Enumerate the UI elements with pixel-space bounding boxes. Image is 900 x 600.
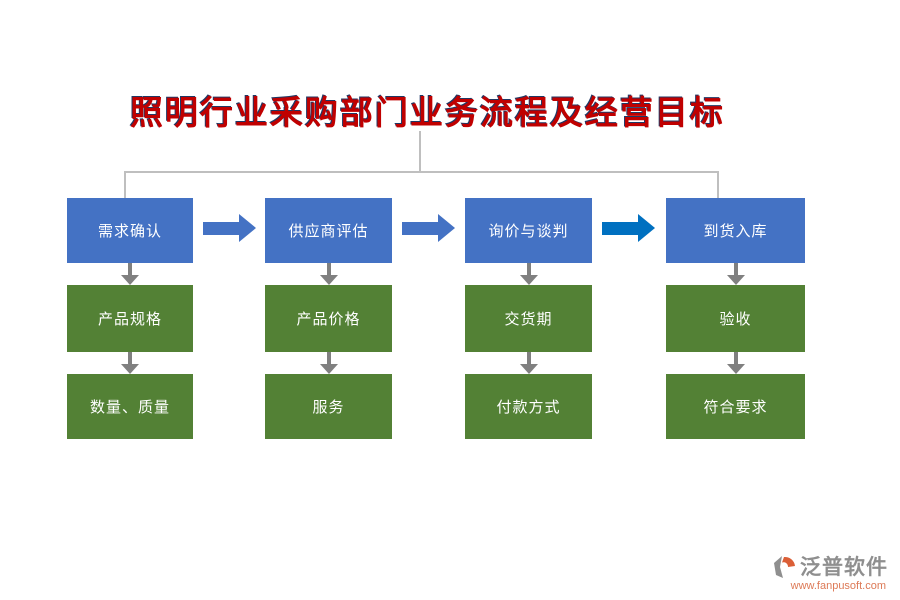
goal-box: 产品价格 [265, 285, 392, 352]
arrow-down-icon [121, 352, 139, 374]
flow-column-1: 需求确认 产品规格 数量、质量 [67, 198, 193, 440]
arrow-down-icon [726, 263, 745, 285]
process-step-box: 供应商评估 [265, 198, 392, 263]
bracket-center-stem [419, 131, 421, 172]
arrow-right-icon [203, 214, 256, 242]
arrow-down-icon [319, 263, 338, 285]
bracket-horizontal-line [124, 171, 719, 173]
goal-box: 交货期 [465, 285, 592, 352]
flow-column-2: 供应商评估 产品价格 服务 [265, 198, 392, 440]
fanpu-logo-icon [774, 555, 795, 578]
flow-column-3: 询价与谈判 交货期 付款方式 [465, 198, 592, 440]
goal-box: 产品规格 [67, 285, 193, 352]
bracket-left-drop [124, 171, 126, 198]
arrow-right-icon [602, 214, 655, 242]
logo-text: 泛普软件 [800, 554, 888, 580]
process-step-box: 需求确认 [67, 198, 193, 263]
goal-box: 付款方式 [465, 374, 592, 439]
arrow-down-icon [519, 263, 538, 285]
diagram-title: 照明行业采购部门业务流程及经营目标 [130, 93, 725, 132]
goal-box: 数量、质量 [67, 374, 193, 439]
logo-url: www.fanpusoft.com [790, 579, 886, 592]
goal-box: 服务 [265, 374, 392, 439]
arrow-down-icon [726, 352, 745, 374]
fanpu-watermark: 泛普软件 www.fanpusoft.com [728, 555, 888, 592]
goal-box: 符合要求 [666, 374, 805, 439]
arrow-down-icon [121, 263, 139, 285]
arrow-down-icon [319, 352, 338, 374]
process-step-box: 到货入库 [666, 198, 805, 263]
process-step-box: 询价与谈判 [465, 198, 592, 263]
arrow-right-icon [402, 214, 455, 242]
arrow-down-icon [519, 352, 538, 374]
goal-box: 验收 [666, 285, 805, 352]
bracket-right-drop [717, 171, 719, 198]
flow-column-4: 到货入库 验收 符合要求 [666, 198, 805, 440]
